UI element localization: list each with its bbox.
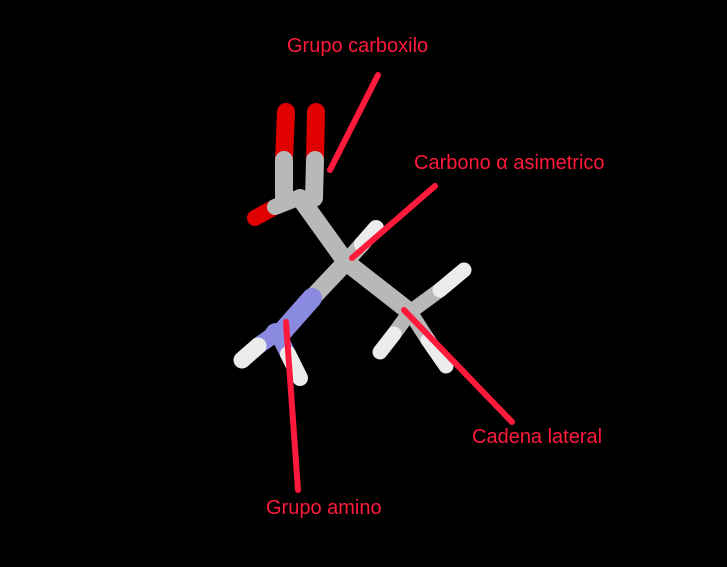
methyl-h3-bond-white	[420, 332, 454, 374]
amino-group-model	[233, 253, 355, 386]
methyl-h2-bond-white	[372, 326, 402, 360]
amino-group-label: Grupo amino	[266, 497, 382, 519]
alpha-hydrogen-bond-white	[354, 220, 384, 252]
alpha-to-beta-bond	[337, 253, 419, 321]
side-chain-label: Cadena lateral	[472, 426, 603, 448]
amino-pointer	[283, 319, 301, 493]
alpha-carbon-pointer	[349, 183, 438, 261]
annotation-pointers	[283, 72, 515, 493]
methyl-h1-bond-white	[432, 262, 472, 298]
carboxyl-group-label: Grupo carboxilo	[287, 35, 429, 57]
nitrogen-h1-bond-white	[233, 337, 267, 369]
carboxyl-to-alpha-bond	[291, 189, 355, 271]
side-chain-pointer	[401, 307, 515, 425]
carbonyl-bond-right-grey	[305, 151, 324, 207]
carboxyl-group-model	[247, 103, 325, 226]
alpha-carbon-label: Carbono α asimetrico	[414, 152, 605, 174]
nitrogen-atom	[265, 323, 287, 345]
methyl-hydrogens	[372, 262, 472, 374]
carboxyl-pointer	[327, 72, 381, 173]
